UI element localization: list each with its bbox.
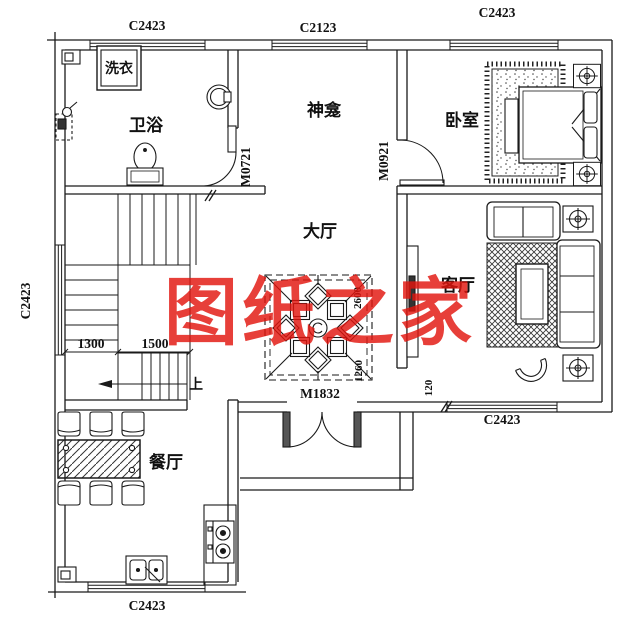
dining-kitchen	[57, 411, 237, 586]
door-label-entrance: M1832	[300, 386, 340, 401]
staircase	[61, 194, 197, 400]
dim-stair-1500: 1500	[142, 336, 169, 351]
window-top-right	[449, 40, 559, 50]
door-entrance	[282, 411, 362, 448]
tub-chair	[515, 358, 548, 382]
kitchen-sink	[125, 555, 168, 585]
window-label-front: C2423	[484, 412, 521, 427]
window-bottom	[87, 582, 206, 592]
watermark: 图纸之家	[164, 273, 476, 355]
door-bathroom	[203, 125, 237, 187]
nightstand-lamp-top	[573, 63, 601, 89]
shower-area	[55, 101, 78, 141]
dim-stair-1300: 1300	[78, 336, 105, 351]
kitchen-counter	[203, 504, 237, 586]
dining-table	[57, 439, 141, 479]
room-label-laundry: 洗衣	[105, 60, 134, 77]
corner-drain-box	[57, 566, 77, 583]
gas-stove	[205, 520, 235, 564]
labels: C2423 C2123 C2423 C2423 C2423 C2423 M072…	[18, 5, 521, 613]
windows	[55, 40, 559, 592]
tv-cabinet	[406, 245, 419, 358]
window-label-bottom: C2423	[129, 598, 166, 613]
door-bedroom	[399, 139, 445, 186]
window-label-left: C2423	[18, 282, 33, 319]
room-label-shrine: 神龛	[307, 100, 342, 120]
dining-chair	[89, 480, 113, 506]
dim-wall-offset: 120	[423, 379, 435, 396]
door-label-bathroom: M0721	[238, 147, 253, 187]
hall-ceiling-decoration	[264, 274, 373, 381]
window-front	[446, 402, 558, 412]
living-room-furniture	[406, 201, 601, 382]
toilet	[126, 142, 164, 186]
bed	[518, 86, 602, 164]
room-label-hall: 大厅	[303, 221, 337, 241]
window-label-top-left: C2423	[129, 18, 166, 33]
dining-chair	[89, 411, 113, 437]
side-table-lamp-bottom	[562, 354, 594, 382]
room-label-bathroom: 卫浴	[129, 115, 164, 135]
bedroom-bench	[504, 98, 519, 154]
stair-up-label: 上	[189, 377, 203, 393]
room-label-living: 客厅	[440, 275, 475, 295]
window-label-top-middle: C2123	[300, 20, 337, 35]
dining-chair	[121, 480, 145, 506]
dining-chair	[121, 411, 145, 437]
bathroom-fixtures	[55, 45, 232, 186]
room-label-bedroom: 卧室	[445, 110, 479, 130]
window-label-top-right: C2423	[479, 5, 516, 20]
bedroom-furniture	[504, 63, 602, 187]
dining-chair	[57, 480, 81, 506]
coffee-table-inner	[520, 268, 544, 320]
side-table-lamp-top	[562, 205, 594, 233]
window-top-middle	[271, 40, 368, 50]
dim-void-width: 1260	[353, 360, 365, 383]
washing-machine	[96, 45, 142, 91]
floor-drain-box	[61, 49, 81, 65]
door-label-bedroom: M0921	[376, 141, 391, 181]
sofa-two-seat	[486, 201, 561, 241]
room-label-dining: 餐厅	[149, 452, 183, 472]
nightstand-lamp-bottom	[573, 161, 601, 187]
sofa-three-seat	[556, 239, 601, 349]
doors	[203, 125, 445, 448]
dining-chair	[57, 411, 81, 437]
washbasin	[206, 84, 232, 110]
dim-void-height: 2600	[352, 287, 364, 310]
window-left	[55, 244, 65, 356]
